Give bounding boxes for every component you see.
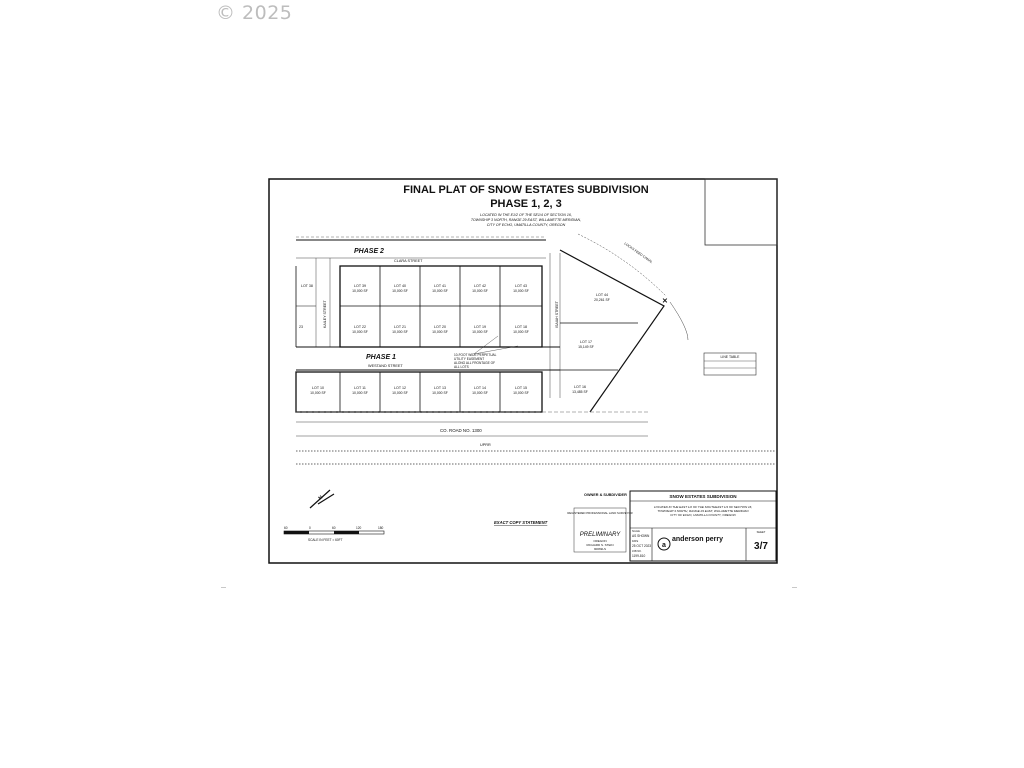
scale-tick-3: 120 [356,526,362,530]
lot-17-label: LOT 17 [580,340,592,344]
lot-12-area: 10,000 SF [392,391,408,395]
tb-scale-label: SCALE [632,530,640,533]
lot-39-label: LOT 39 [354,284,366,288]
tb-date: 25 OCT 2023 [632,544,651,548]
surveyor-seal [573,507,627,553]
lot-13-area: 10,000 SF [432,391,448,395]
surveyor-seal-text: REGISTERED PROFESSIONAL LAND SURVEYOR [567,511,632,515]
lot-15-label: LOT 15 [515,386,527,390]
lot-18-label: LOT 18 [515,325,527,329]
lot-39-area: 10,000 SF [352,289,368,293]
monument-marker: ✕ [662,298,668,305]
title-block-location-3: CITY OF ECHO, UMATILLA COUNTY, OREGON [670,513,736,517]
lot-17-area: 15,149 SF [578,345,594,349]
sheet-number: 3/7 [754,541,768,552]
lot-20-area: 10,000 SF [432,330,448,334]
lot-42-area: 10,000 SF [472,289,488,293]
seal-license: 90069LS [594,547,606,551]
plat-location-line-3: CITY OF ECHO, UMATILLA COUNTY, OREGON [487,223,566,227]
lot-21-area: 10,000 SF [392,330,408,334]
sheet-label: SHEET [757,530,766,534]
uprr-label: UPRR [480,443,491,447]
lot-42-label: LOT 42 [474,284,486,288]
lot-41-area: 10,000 SF [432,289,448,293]
lot-16-area: 13,485 SF [572,390,588,394]
kailey-street-label: KAILEY STREET [323,299,327,328]
tb-job-label: JOB NO. [632,550,642,553]
svg-text:N: N [317,494,324,501]
left-edge-tick [221,587,226,588]
lot-43-label: LOT 43 [515,284,527,288]
scale-tick-0: 60 [284,526,288,530]
lot-40-label: LOT 40 [394,284,406,288]
clara-street-label: CLARA STREET [394,259,423,263]
tb-scale: AS SHOWN [632,534,650,538]
lot-13-label: LOT 13 [434,386,446,390]
plat-location-line-2: TOWNSHIP 3 NORTH, RANGE 29 EAST, WILLAME… [471,218,581,222]
lot-19-area: 10,000 SF [472,330,488,334]
triangle-parcel [559,249,665,413]
exact-copy-statement: EXACT COPY STATEMENT [494,520,548,525]
lot-40-area: 10,000 SF [392,289,408,293]
title-block-location-1: LOCATED IN THE EAST 1/2 OF THE SOUTHEAST… [654,505,753,509]
scale-tick-2: 60 [332,526,336,530]
right-edge-tick [792,587,797,588]
recording-box [704,178,778,246]
scale-tick-1: 0 [309,526,311,530]
lot-14-area: 10,000 SF [472,391,488,395]
preliminary-stamp: PRELIMINARY [580,532,621,538]
copyright-watermark: © 2025 [216,2,293,24]
plat-phase-title: PHASE 1, 2, 3 [490,198,562,210]
lot-10-label: LOT 10 [312,386,324,390]
tb-date-label: DATE [632,540,639,543]
lot-41-label: LOT 41 [434,284,446,288]
plat-title: FINAL PLAT OF SNOW ESTATES SUBDIVISION [403,184,649,196]
easement-note-3: ALONG ALL FRONTAGE OF [454,361,495,365]
scale-tick-4: 180 [378,526,384,530]
svg-text:a: a [662,542,666,549]
company-logo-icon [657,537,671,551]
lot-12-label: LOT 12 [394,386,406,390]
lot-43-area: 10,000 SF [513,289,529,293]
lot-38-label: LOT 38 [301,284,313,288]
westand-street-label: WESTAND STREET [368,364,403,368]
county-road-label: CO. ROAD NO. 1300 [440,428,482,433]
line-table-title: LINE TABLE [721,355,741,359]
lot-11-label: LOT 11 [354,386,366,390]
lot-14-label: LOT 14 [474,386,486,390]
lot-18-area: 10,000 SF [513,330,529,334]
lot-44-label: LOT 44 [596,293,608,297]
easement-note-2: UTILITY EASEMENT [454,357,484,361]
owner-title: OWNER & SUBDIVIDER [584,493,627,497]
plat-location-line-1: LOCATED IN THE E1/2 OF THE SE1/4 OF SECT… [480,213,572,217]
title-block-location-2: TOWNSHIP 3 NORTH, RANGE 29 EAST, WILLAME… [657,509,749,513]
scale-label: SCALE IN FEET = 60FT [308,538,343,542]
lot-21-label: LOT 21 [394,325,406,329]
lot-10-area: 10,000 SF [310,391,326,395]
lot-22-label: LOT 22 [354,325,366,329]
north-arrow-icon [309,489,335,509]
seal-state: OREGON [593,539,606,543]
lot-16-label: LOT 16 [574,385,586,389]
lot-15-area: 10,000 SF [513,391,529,395]
plat-border [268,178,778,564]
plat-drawing: FINAL PLAT OF SNOW ESTATES SUBDIVISION P… [268,178,778,564]
company-name: anderson perry [672,536,723,543]
title-block [629,490,777,562]
lot-22-area: 10,000 SF [352,330,368,334]
lot-23-label: 23 [299,325,303,329]
phase-1-label: PHASE 1 [366,354,396,361]
seal-surveyor-name: RICHARD S. STEIN [586,543,613,547]
title-block-name: SNOW ESTATES SUBDIVISION [669,494,737,499]
isaiah-street-label: ISAIAH STREET [555,300,559,328]
lot-19-label: LOT 19 [474,325,486,329]
easement-note-4: ALL LOTS [454,365,469,369]
tb-job: 1199-810 [632,554,645,558]
lot-44-area: 20,261 SF [594,298,610,302]
lot-20-label: LOT 20 [434,325,446,329]
easement-note-1: 10-FOOT WIDE PERPETUAL [454,353,497,357]
phase-2-label: PHASE 2 [354,248,384,255]
line-table [703,352,757,376]
lot-11-area: 10,000 SF [352,391,368,395]
